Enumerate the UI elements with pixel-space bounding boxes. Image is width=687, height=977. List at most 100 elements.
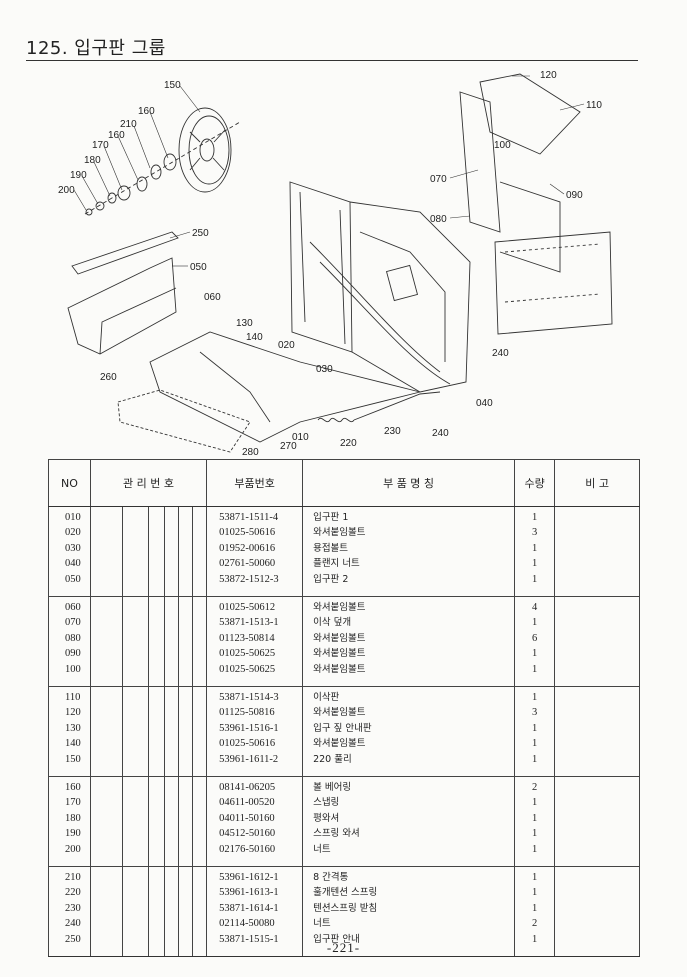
cell-name: 평와셔 (313, 812, 340, 824)
cell-code: 04611-00520 (219, 797, 275, 809)
cell-qty: 1 (531, 558, 538, 570)
cell-qty: 1 (531, 722, 538, 734)
callout-label: 180 (84, 155, 101, 166)
callout-label: 190 (70, 170, 87, 181)
callout-label: 150 (164, 80, 181, 91)
cell-code: 04011-50160 (219, 812, 275, 824)
cell-qty: 1 (531, 902, 538, 914)
col-header-remarks: 비 고 (554, 459, 641, 507)
col-header-qty: 수량 (514, 459, 556, 507)
cell-qty: 1 (531, 617, 538, 629)
cell-code: 53872-1512-3 (219, 573, 279, 585)
callout-label: 040 (476, 398, 493, 409)
cell-code: 01125-50816 (219, 707, 275, 719)
callout-label: 260 (100, 372, 117, 383)
callout-label: 020 (278, 340, 295, 351)
cell-name: 이삭 덮개 (313, 617, 352, 629)
cell-name: 스프링 와셔 (313, 828, 360, 840)
col-header-part-name: 부 품 명 칭 (302, 459, 516, 507)
cell-name: 볼 베어링 (313, 782, 352, 793)
cell-no: 200 (65, 843, 81, 855)
cell-name: 용접볼트 (313, 542, 349, 554)
cell-qty: 3 (531, 527, 538, 539)
cell-no: 190 (65, 828, 81, 840)
callout-label: 230 (384, 426, 401, 437)
callout-label: 200 (58, 185, 75, 196)
cell-name: 입구판 안내 (313, 933, 360, 945)
cell-name: 와셔붙임볼트 (313, 632, 366, 644)
callout-label: 270 (280, 441, 297, 452)
callout-label: 280 (242, 447, 259, 457)
callout-label: 120 (540, 70, 557, 81)
cell-no: 040 (65, 558, 81, 570)
cell-name: 와셔붙임볼트 (313, 707, 366, 719)
cell-qty: 1 (531, 812, 538, 824)
cell-no: 080 (65, 632, 81, 644)
cell-qty: 1 (531, 828, 538, 840)
cell-code: 01025-50625 (219, 663, 276, 675)
page-number: -221- (326, 940, 361, 955)
col-header-part-no: 부품번호 (206, 459, 304, 507)
cell-no: 210 (65, 872, 81, 883)
cell-qty: 2 (531, 918, 538, 930)
cell-code: 53871-1514-3 (219, 692, 279, 703)
cell-qty: 1 (531, 542, 538, 554)
cell-name: 220 풀리 (313, 753, 352, 765)
cell-no: 150 (65, 753, 81, 765)
cell-name: 입구판 1 (313, 512, 349, 523)
cell-no: 170 (65, 797, 81, 809)
cell-code: 04512-50160 (219, 828, 276, 840)
cell-no: 250 (65, 933, 81, 945)
callout-label: 050 (190, 262, 207, 273)
cell-qty: 1 (531, 872, 538, 883)
cell-qty: 1 (531, 648, 538, 660)
callout-label: 100 (494, 140, 511, 151)
cell-no: 070 (65, 617, 81, 629)
cell-name: 너트 (313, 918, 331, 930)
cell-name: 와셔붙임볼트 (313, 648, 366, 660)
callout-label: 250 (192, 228, 209, 239)
cell-name: 플랜지 너트 (313, 558, 360, 570)
cell-no: 230 (65, 902, 81, 914)
cell-code: 01025-50612 (219, 602, 276, 613)
cell-qty: 1 (531, 797, 538, 809)
cell-qty: 1 (531, 887, 538, 899)
cell-code: 01025-50616 (219, 527, 276, 539)
callout-label: 110 (586, 100, 602, 111)
page-title: 125. 입구판 그룹 (26, 38, 166, 59)
cell-no: 240 (65, 918, 81, 930)
cell-name: 이삭판 (313, 692, 340, 703)
cell-qty: 1 (531, 663, 538, 675)
callout-label: 060 (204, 292, 221, 303)
cell-name: 스냅링 (313, 797, 340, 809)
callout-label: 080 (430, 214, 447, 225)
cell-code: 53871-1614-1 (219, 902, 279, 914)
cell-no: 100 (65, 663, 81, 675)
callout-label: 160 (108, 130, 125, 141)
cell-name: 텐션스프링 받침 (313, 902, 378, 914)
cell-code: 53961-1612-1 (219, 872, 279, 883)
cell-no: 010 (65, 512, 81, 523)
callout-label: 090 (566, 190, 583, 201)
cell-name: 와셔붙임볼트 (313, 527, 366, 539)
callout-label: 030 (316, 364, 333, 375)
exploded-parts-diagram: 150 160 210 160 170 180 190 200 250 050 … (58, 70, 613, 457)
cell-code: 53961-1611-2 (219, 753, 279, 765)
cell-qty: 1 (531, 512, 538, 523)
cell-name: 너트 (313, 843, 331, 855)
cell-qty: 4 (531, 602, 538, 613)
cell-code: 02176-50160 (219, 843, 276, 855)
cell-no: 130 (65, 722, 81, 734)
cell-no: 060 (65, 602, 81, 613)
cell-qty: 1 (531, 573, 538, 585)
cell-no: 120 (65, 707, 81, 719)
cell-code: 01025-50625 (219, 648, 276, 660)
title-underline (26, 60, 638, 61)
callout-label: 220 (340, 438, 357, 449)
cell-name: 입구판 2 (313, 573, 349, 585)
